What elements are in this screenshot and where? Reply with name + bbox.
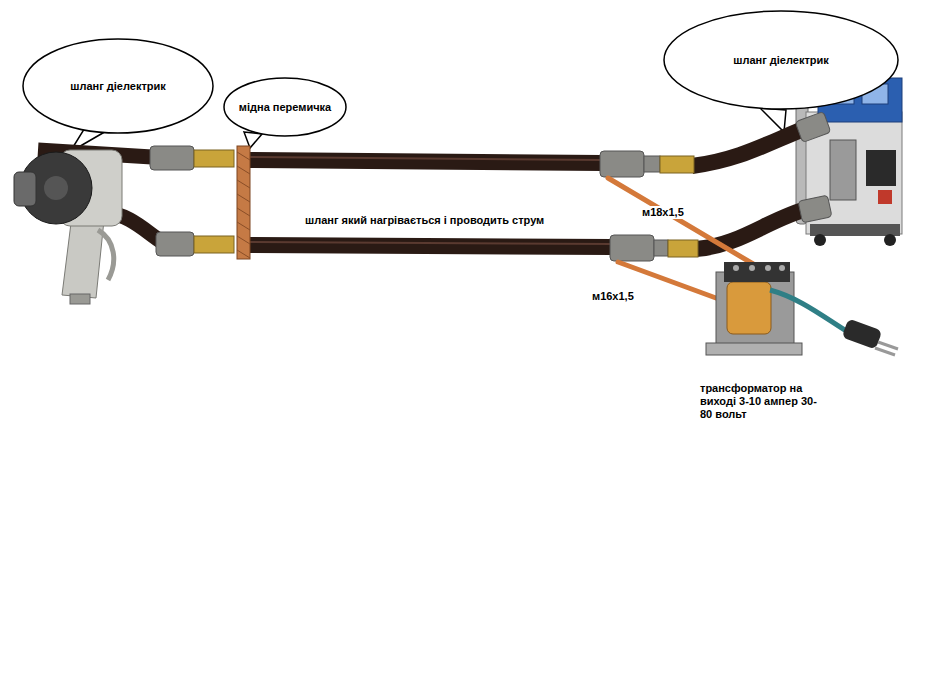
brass-fitting: [194, 236, 234, 253]
hose-sheen: [250, 242, 612, 244]
bubble-text: шланг діелектрик: [70, 80, 166, 93]
hose-nut: [600, 151, 644, 177]
transformer: [706, 262, 898, 355]
machine-wheel: [814, 234, 826, 246]
spray-gun: [14, 150, 122, 304]
plug-prong: [875, 348, 895, 355]
terminal-screw: [733, 265, 739, 271]
bubble-tail: [760, 108, 786, 132]
terminal-screw: [779, 265, 785, 271]
bubble-ellipse: [664, 11, 898, 109]
bubble-text-group: мідна перемичка: [239, 101, 331, 114]
machine-base: [810, 224, 900, 236]
machine-motor: [866, 150, 896, 186]
transformer-base: [706, 343, 802, 355]
bubble-text-group: шланг діелектрик: [733, 54, 829, 67]
hose-nut: [644, 156, 660, 172]
bottom-hose: [104, 195, 832, 261]
bubble-ellipse: [23, 39, 213, 133]
transformer-coil: [727, 282, 771, 334]
transformer-core: [716, 272, 794, 348]
terminal-screw: [749, 265, 755, 271]
terminal-screw: [765, 265, 771, 271]
machine-pump: [830, 140, 856, 200]
hose: [250, 245, 612, 247]
thread-size: м16х1,5: [590, 290, 636, 303]
hose-sheen: [250, 157, 602, 160]
brass-fitting: [194, 150, 234, 167]
bubble-text: мідна перемичка: [239, 101, 331, 114]
hose-nut: [156, 232, 194, 256]
speech-bubble: шланг діелектрик: [22, 38, 214, 134]
brass-fitting: [668, 240, 698, 257]
bubble-ellipse: [224, 78, 346, 136]
hose-nut: [795, 112, 831, 143]
gun-trigger: [98, 230, 114, 280]
hose-nut: [150, 146, 194, 170]
machine-valve: [878, 190, 892, 204]
gun-air-fitting: [70, 294, 90, 304]
braid-texture: [237, 152, 250, 258]
power-cord: [770, 290, 848, 332]
brass-fitting: [660, 156, 694, 173]
plug-prong: [878, 342, 898, 349]
bubble-text-group: шланг діелектрик: [70, 80, 166, 93]
bubble-text: шланг діелектрик: [733, 54, 829, 67]
hose: [692, 128, 806, 166]
transformer-note: трансформатор на виході 3-10 ампер 30-80…: [700, 382, 828, 421]
thread-size: м18х1,5: [640, 206, 686, 219]
gun-grip: [62, 215, 104, 298]
hose-nut: [798, 195, 832, 223]
speech-bubble: шланг діелектрик: [663, 10, 899, 110]
speech-bubble: мідна перемичка: [223, 77, 347, 137]
gun-nozzle: [14, 172, 36, 206]
terminal-block: [724, 262, 790, 282]
gun-cap: [44, 176, 68, 200]
copper-jumper: [237, 146, 250, 259]
hose-nut: [610, 235, 654, 261]
hose-nut: [654, 240, 668, 256]
power-plug: [842, 318, 883, 349]
copper-rod: [608, 178, 760, 268]
machine-wheel: [884, 234, 896, 246]
hose-label: шланг який нагрівається і проводить стру…: [305, 214, 544, 227]
